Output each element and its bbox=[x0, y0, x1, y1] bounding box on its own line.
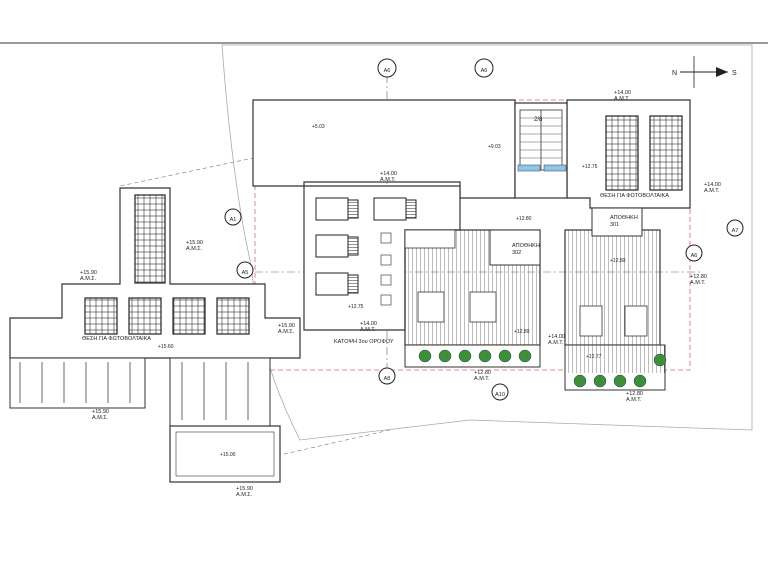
elevation-ref: Α.Μ.Τ. bbox=[614, 96, 630, 102]
pv-panel-3 bbox=[172, 297, 206, 335]
elevation-label: +14.00 bbox=[360, 321, 377, 327]
pv-area-label-right: ΘΕΣΗ ΓΙΑ ΦΩΤΟΒΟΛΤΑΙΚΑ bbox=[600, 193, 669, 199]
north-label: N bbox=[672, 70, 677, 77]
elevation-label: +12.80 bbox=[690, 274, 707, 280]
spot-level: +5.03 bbox=[312, 124, 325, 130]
spot-level: +12.77 bbox=[586, 354, 602, 360]
elevation-ref: Α.Μ.Τ. bbox=[474, 376, 490, 382]
spot-level: +15.60 bbox=[158, 344, 174, 350]
storage-302-number: 302 bbox=[512, 250, 521, 256]
solar-heaters bbox=[315, 197, 417, 296]
elevation-label: +14.00 bbox=[704, 182, 721, 188]
spot-level: +12.75 bbox=[582, 164, 598, 170]
marker-label: A6 bbox=[384, 68, 391, 74]
elevation-label: +14.00 bbox=[380, 171, 397, 177]
elevation-label: +15.90 bbox=[236, 486, 253, 492]
elevation-label: +12.80 bbox=[626, 391, 643, 397]
pv-area-label-left: ΘΕΣΗ ΓΙΑ ΦΩΤΟΒΟΛΤΑΙΚΑ bbox=[82, 336, 151, 342]
storage-301-number: 301 bbox=[610, 222, 619, 228]
elevation-label: +15.90 bbox=[80, 270, 97, 276]
elevation-label: +14.00 bbox=[548, 334, 565, 340]
plants-left bbox=[418, 349, 532, 363]
elevation-ref: Α.Μ.Σ. bbox=[236, 492, 253, 498]
upper-roof-left bbox=[252, 99, 516, 199]
elevation-ref: Α.Μ.Τ. bbox=[704, 188, 720, 194]
pv-panel-right-2 bbox=[649, 115, 683, 191]
elevation-ref: Α.Μ.Σ. bbox=[278, 329, 295, 335]
marker-label: A6 bbox=[481, 68, 488, 74]
elevation-ref: Α.Μ.Τ. bbox=[690, 280, 706, 286]
pv-panels-vertical bbox=[134, 194, 166, 284]
elevation-ref: Α.Μ.Σ. bbox=[92, 415, 109, 421]
spot-level: +15.00 bbox=[220, 452, 236, 458]
elevation-ref: Α.Μ.Σ. bbox=[186, 246, 203, 252]
elevation-ref: Α.Μ.Τ. bbox=[380, 177, 396, 183]
elevation-label: +12.80 bbox=[474, 370, 491, 376]
plan-title: ΚΑΤΟΨΗ 3ου ΟΡΟΦΟΥ bbox=[334, 339, 394, 345]
elevation-ref: Α.Μ.Τ. bbox=[626, 397, 642, 403]
pv-panel-right-1 bbox=[605, 115, 639, 191]
spot-level: +12.80 bbox=[610, 258, 626, 264]
elevation-ref: Α.Μ.Τ. bbox=[360, 327, 376, 333]
section-markers bbox=[224, 58, 744, 401]
elevation-ref: Α.Μ.Τ. bbox=[548, 340, 564, 346]
marker-label: A8 bbox=[384, 376, 391, 382]
ac-units bbox=[380, 232, 392, 306]
elevation-label: +15.90 bbox=[278, 323, 295, 329]
spot-level: +12.75 bbox=[348, 304, 364, 310]
spot-level: +9.03 bbox=[488, 144, 501, 150]
pv-panel-2 bbox=[128, 297, 162, 335]
south-label: S bbox=[732, 70, 737, 77]
marker-label: A10 bbox=[495, 392, 505, 398]
marker-label: A5 bbox=[242, 270, 249, 276]
elevation-label: +14.00 bbox=[614, 90, 631, 96]
plants-right bbox=[573, 353, 667, 388]
marker-label: A1 bbox=[230, 217, 237, 223]
pv-panel-1 bbox=[84, 297, 118, 335]
lower-terrace bbox=[169, 425, 281, 483]
pergola-middle bbox=[169, 357, 271, 427]
marker-label: A7 bbox=[732, 228, 739, 234]
elevation-ref: Α.Μ.Σ. bbox=[80, 276, 97, 282]
elevation-label: +15.90 bbox=[92, 409, 109, 415]
spot-level: +12.80 bbox=[514, 329, 530, 335]
elevation-label: +15.90 bbox=[186, 240, 203, 246]
stair-label: 2/8 bbox=[534, 117, 543, 123]
pergola-left bbox=[9, 357, 146, 409]
north-arrow-icon bbox=[680, 56, 728, 88]
marker-label: A6 bbox=[691, 253, 698, 259]
spot-level: +12.80 bbox=[516, 216, 532, 222]
storage-302-label: ΑΠΟΘΗΚΗ bbox=[512, 243, 540, 249]
pv-panel-4 bbox=[216, 297, 250, 335]
storage-301-label: ΑΠΟΘΗΚΗ bbox=[610, 215, 638, 221]
